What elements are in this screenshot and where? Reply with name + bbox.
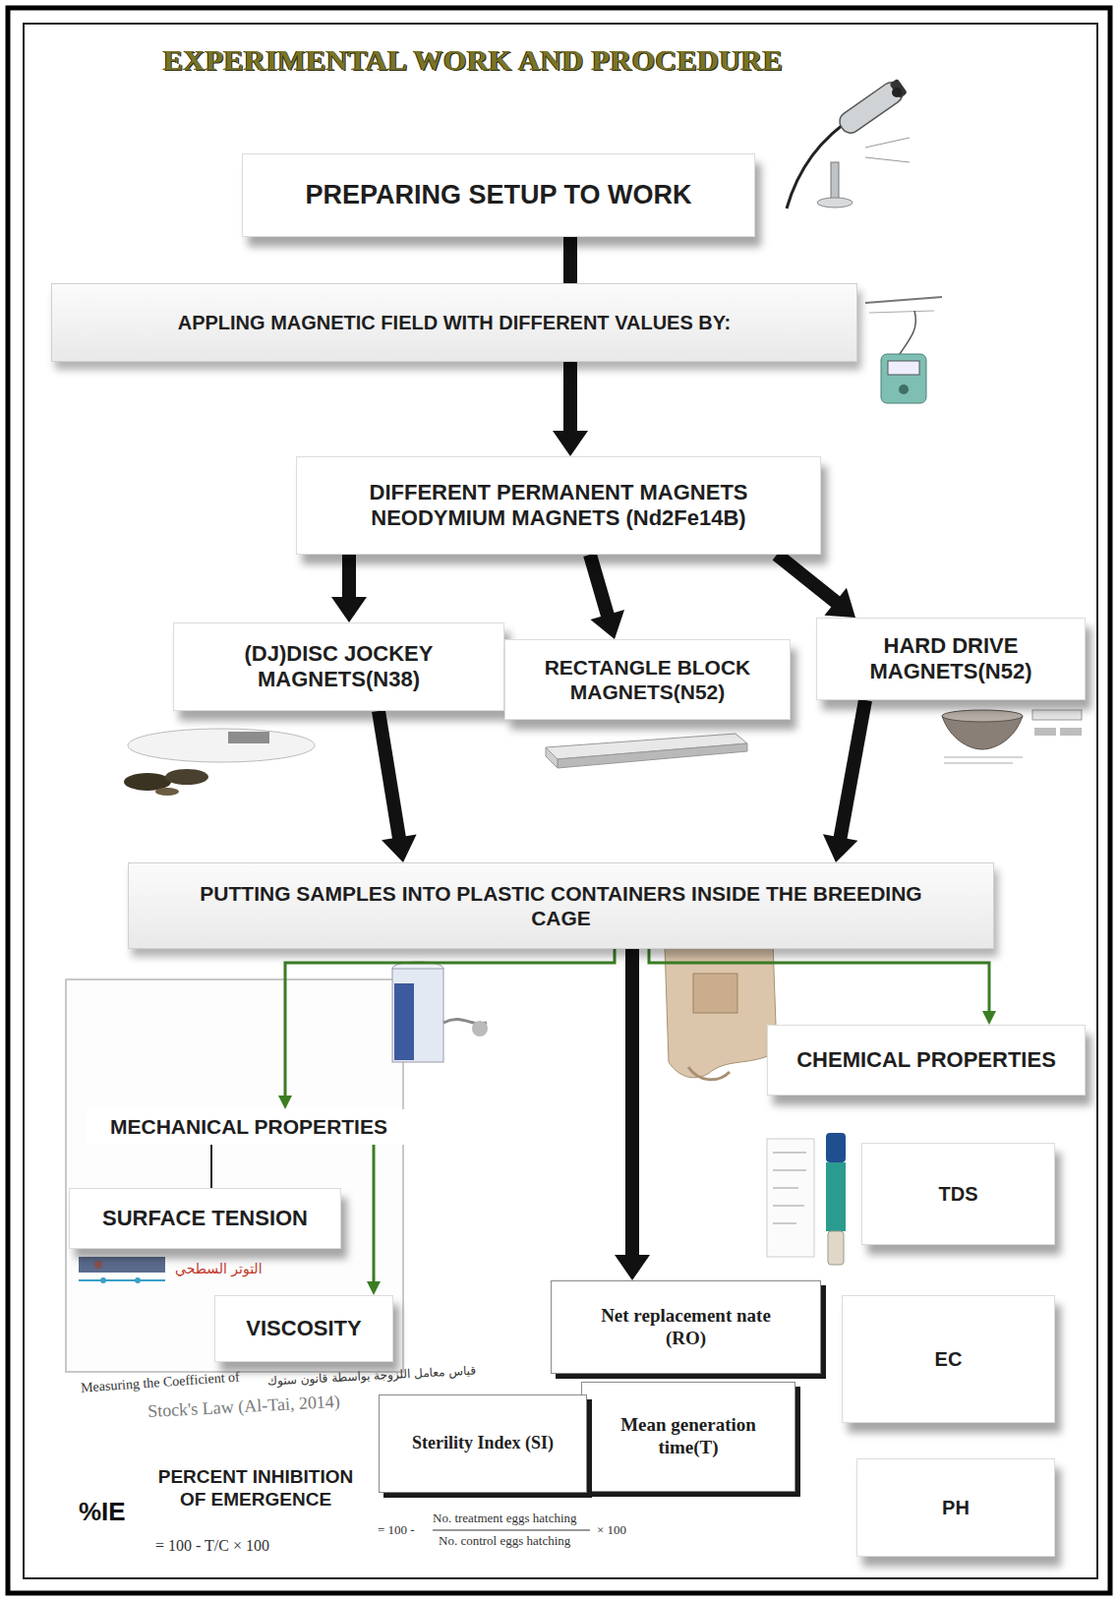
node-text: (DJ)DISC JOCKEY MAGNETS(N38) xyxy=(193,641,484,694)
section-heading: MECHANICAL PROPERTIES xyxy=(86,1109,412,1145)
abbreviation: %IE xyxy=(78,1496,126,1528)
index-box: Net replacement nate (RO) xyxy=(550,1280,822,1374)
inner-frame xyxy=(23,23,1098,1579)
arabic-caption: التوتر السطحي xyxy=(175,1260,263,1278)
outer-frame xyxy=(7,7,1111,1593)
property-box: PH xyxy=(856,1458,1056,1557)
process-box: PREPARING SETUP TO WORK xyxy=(241,153,756,237)
node-text: APPLING MAGNETIC FIELD WITH DIFFERENT VA… xyxy=(71,310,837,335)
node-text: CHEMICAL PROPERTIES xyxy=(777,1047,1075,1073)
node-text: DIFFERENT PERMANENT MAGNETS NEODYMIUM MA… xyxy=(316,479,801,532)
formula-numerator: No. treatment eggs hatching xyxy=(432,1510,578,1527)
arrowhead xyxy=(823,833,858,863)
process-box: DIFFERENT PERMANENT MAGNETS NEODYMIUM MA… xyxy=(295,456,822,555)
process-band: PUTTING SAMPLES INTO PLASTIC CONTAINERS … xyxy=(127,862,995,949)
arrowhead xyxy=(823,588,856,618)
connector-line xyxy=(372,1144,376,1284)
gaussmeter-illustration xyxy=(865,296,942,404)
process-band: APPLING MAGNETIC FIELD WITH DIFFERENT VA… xyxy=(51,283,858,362)
arrowhead xyxy=(982,1010,997,1025)
property-box: SURFACE TENSION xyxy=(68,1187,342,1249)
connector xyxy=(211,1144,213,1188)
connector xyxy=(776,554,856,618)
node-text: Mean generation time(T) xyxy=(611,1413,765,1460)
surface-tension-illustration xyxy=(78,1256,166,1284)
hard-drive-illustration xyxy=(941,709,1082,764)
index-box: PERCENT INHIBITION OF EMERGENCE xyxy=(142,1455,369,1523)
node-text: SURFACE TENSION xyxy=(79,1205,331,1232)
node-text: PUTTING SAMPLES INTO PLASTIC CONTAINERS … xyxy=(187,881,935,931)
formula: = 100 - T/C × 100 xyxy=(155,1535,270,1555)
property-box: EC xyxy=(841,1294,1056,1423)
section-heading-box: CHEMICAL PROPERTIES xyxy=(766,1024,1086,1096)
arrowhead xyxy=(331,596,367,623)
magnet-box: HARD DRIVE MAGNETS(N52) xyxy=(816,617,1086,701)
arrowhead xyxy=(381,833,417,863)
arrowhead xyxy=(366,1281,381,1295)
connector-line xyxy=(625,948,640,1259)
connector xyxy=(331,554,367,623)
arrowhead xyxy=(614,1254,650,1281)
connector-line xyxy=(210,1144,213,1188)
microscope-illustration xyxy=(786,76,910,209)
node-text: Sterility Index (SI) xyxy=(391,1432,575,1455)
connector xyxy=(378,710,417,863)
connector-line xyxy=(563,361,578,435)
connector xyxy=(552,361,589,457)
fraction-bar xyxy=(432,1529,590,1531)
node-text: TDS xyxy=(872,1181,1045,1206)
citation: Stock's Law (Al-Tai, 2014) xyxy=(147,1391,342,1423)
index-box: Sterility Index (SI) xyxy=(378,1394,588,1493)
magnet-box: (DJ)DISC JOCKEY MAGNETS(N38) xyxy=(173,622,505,711)
mechanical-panel xyxy=(65,979,404,1372)
connector xyxy=(570,236,572,284)
connector xyxy=(589,554,625,640)
connector xyxy=(823,700,866,863)
property-box: VISCOSITY xyxy=(214,1294,394,1362)
magnet-box: RECTANGLE BLOCK MAGNETS(N52) xyxy=(504,639,791,720)
arrowhead xyxy=(589,609,625,640)
formula: × 100 xyxy=(596,1522,627,1538)
node-text: MECHANICAL PROPERTIES xyxy=(92,1114,406,1139)
formula-denominator: No. control eggs hatching xyxy=(438,1532,571,1549)
dj-magnet-illustration xyxy=(123,728,315,796)
connector-line xyxy=(378,710,400,841)
connector xyxy=(366,1144,381,1295)
node-text: PERCENT INHIBITION OF EMERGENCE xyxy=(150,1466,361,1512)
connector xyxy=(648,948,997,1025)
index-box: Mean generation time(T) xyxy=(581,1381,796,1492)
node-text: VISCOSITY xyxy=(225,1315,383,1342)
node-text: EC xyxy=(852,1347,1045,1371)
connector-line xyxy=(285,948,615,1098)
node-text: RECTANGLE BLOCK MAGNETS(N52) xyxy=(523,654,772,705)
node-text: PREPARING SETUP TO WORK xyxy=(262,178,735,211)
connector xyxy=(278,948,615,1110)
connector xyxy=(614,948,650,1281)
arrowhead xyxy=(552,430,589,457)
device-illustration xyxy=(392,961,488,1062)
diagram-title: EXPERIMENTAL WORK AND PROCEDURE xyxy=(163,43,783,77)
connector-line xyxy=(342,554,356,601)
arrowhead xyxy=(278,1095,293,1110)
formula: = 100 - xyxy=(377,1522,415,1538)
node-text: Net replacement nate (RO) xyxy=(590,1304,781,1351)
connector-line xyxy=(648,948,990,1013)
connector-line xyxy=(776,554,839,604)
property-box: TDS xyxy=(861,1142,1056,1245)
node-text: HARD DRIVE MAGNETS(N52) xyxy=(830,633,1071,686)
block-magnet-illustration xyxy=(545,733,748,768)
node-text: PH xyxy=(867,1495,1045,1520)
ph-meter-illustration xyxy=(766,1132,846,1265)
connector-line xyxy=(839,700,866,841)
connector-line xyxy=(589,554,609,619)
connector-line xyxy=(563,236,578,284)
annotation: Measuring the Coefficient of xyxy=(80,1368,241,1397)
